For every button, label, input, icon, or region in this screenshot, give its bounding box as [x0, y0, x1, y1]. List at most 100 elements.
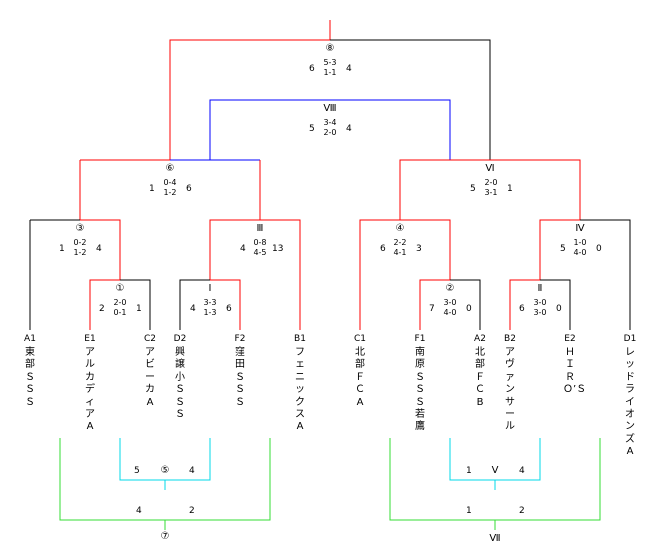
- score-right-match7: 2: [189, 506, 195, 516]
- score-set1-qf4: 2-2: [393, 238, 407, 247]
- final2-bracket: [209, 99, 451, 160]
- score-right-rI: 6: [226, 304, 232, 314]
- match-label-5: ⑤: [160, 465, 170, 476]
- team-code: A2: [474, 334, 486, 344]
- score-left-qfIII: 4: [240, 244, 246, 254]
- score-right-matchV: 4: [519, 466, 525, 476]
- match-label-rI: Ⅰ: [208, 283, 212, 294]
- team-name: 北部ＦＣ A: [355, 347, 375, 408]
- score-set2-qf3: 1-2: [73, 248, 87, 257]
- score-right-qf3: 4: [96, 244, 102, 254]
- team-name: 興譲小ＳＳＳ: [175, 347, 185, 421]
- score-set2-r1: 0-1: [113, 308, 127, 317]
- score-set2-rII: 3-0: [533, 308, 547, 317]
- score-right-rII: 0: [556, 304, 562, 314]
- score-left-final: 6: [309, 64, 315, 74]
- score-set1-rII: 3-0: [533, 298, 547, 307]
- score-set1-sf-left: 0-4: [163, 178, 177, 187]
- score-right-matchVII: 2: [519, 506, 525, 516]
- score-left-qfIV: 5: [560, 244, 566, 254]
- score-right-r2: 0: [466, 304, 472, 314]
- team-name: ＨＩＲＯ’Ｓ: [563, 347, 587, 396]
- team-code: F2: [234, 334, 246, 344]
- team-code: B1: [294, 334, 306, 344]
- team-code: D2: [173, 334, 187, 344]
- score-set2-sf-left: 1-2: [163, 188, 177, 197]
- team-code: C2: [143, 334, 156, 344]
- score-set1-qfIII: 0-8: [253, 238, 267, 247]
- score-left-rII: 6: [519, 304, 525, 314]
- final-left-branch: [169, 39, 330, 160]
- score-left-rI: 4: [190, 304, 196, 314]
- team-name: アルカディアA: [85, 347, 95, 433]
- score-set1-r2: 3-0: [443, 298, 457, 307]
- score-left-r2: 7: [429, 304, 435, 314]
- match-label-final2: Ⅷ: [323, 103, 337, 114]
- score-left-match7: 4: [136, 506, 142, 516]
- score-set1-rI: 3-3: [203, 298, 217, 307]
- score-left-final2: 5: [309, 124, 315, 134]
- team-code: E1: [84, 334, 96, 344]
- match-label-r1: ①: [115, 283, 125, 294]
- team-name: 東部ＳＳＳ: [25, 347, 35, 408]
- team-name: フェニックスA: [295, 347, 305, 433]
- score-right-qfIII: 13: [272, 244, 284, 254]
- match-label-rII: Ⅱ: [537, 283, 543, 294]
- team-name: レッドライオンズA: [625, 347, 635, 458]
- team-code: E2: [564, 334, 576, 344]
- score-set1-qf3: 0-2: [73, 238, 87, 247]
- team-code: F1: [414, 334, 426, 344]
- score-right-final: 4: [346, 64, 352, 74]
- score-left-sf-right: 5: [470, 184, 476, 194]
- team-code: D1: [623, 334, 637, 344]
- score-set1-final2: 3-4: [323, 118, 337, 127]
- team-name: 窪田ＳＳＳ: [235, 347, 245, 408]
- team-name: 南原ＳＳＳ若鷹: [415, 347, 425, 433]
- score-left-matchV: 1: [466, 466, 472, 476]
- team-name: アヴァンサール: [505, 347, 515, 433]
- score-set2-rI: 1-3: [203, 308, 217, 317]
- score-left-qf3: 1: [59, 244, 65, 254]
- score-right-r1: 1: [136, 304, 142, 314]
- match-label-7: ⑦: [160, 531, 170, 542]
- score-left-match5: 5: [134, 466, 140, 476]
- team-name: 北部ＦＣ B: [475, 347, 495, 408]
- match-label-sf-right: Ⅵ: [485, 163, 495, 174]
- score-set2-qfIII: 4-5: [253, 248, 267, 257]
- score-set1-final: 5-3: [323, 58, 337, 67]
- score-set1-sf-right: 2-0: [484, 178, 498, 187]
- score-set2-r2: 4-0: [443, 308, 457, 317]
- score-set2-qf4: 4-1: [393, 248, 407, 257]
- score-set2-final: 1-1: [323, 68, 337, 77]
- score-left-r1: 2: [99, 304, 105, 314]
- team-code: A1: [24, 334, 36, 344]
- score-left-qf4: 6: [380, 244, 386, 254]
- match-label-qf3: ③: [75, 223, 85, 234]
- score-left-matchVII: 1: [466, 506, 472, 516]
- score-left-sf-left: 1: [149, 184, 155, 194]
- score-right-final2: 4: [346, 124, 352, 134]
- match-label-qfIV: Ⅳ: [575, 223, 585, 234]
- match-label-V: Ⅴ: [491, 465, 499, 476]
- score-right-qfIV: 0: [596, 244, 602, 254]
- score-right-sf-right: 1: [507, 184, 513, 194]
- score-right-sf-left: 6: [186, 184, 192, 194]
- score-set2-final2: 2-0: [323, 128, 337, 137]
- match-label-final: ⑧: [325, 43, 335, 54]
- score-right-match5: 4: [189, 466, 195, 476]
- score-set2-sf-right: 3-1: [484, 188, 498, 197]
- match-label-qfIII: Ⅲ: [256, 223, 264, 234]
- score-set2-qfIV: 4-0: [573, 248, 587, 257]
- score-set1-qfIV: 1-0: [573, 238, 587, 247]
- team-code: C1: [353, 334, 366, 344]
- team-name: アビーカA: [145, 347, 155, 408]
- final-right-branch: [330, 39, 491, 160]
- match-label-qf4: ④: [395, 223, 405, 234]
- score-right-qf4: 3: [416, 244, 422, 254]
- score-set1-r1: 2-0: [113, 298, 127, 307]
- match-label-sf-left: ⑥: [165, 163, 175, 174]
- match-label-r2: ②: [445, 283, 455, 294]
- team-code: B2: [504, 334, 516, 344]
- match-label-VII: Ⅶ: [489, 533, 501, 544]
